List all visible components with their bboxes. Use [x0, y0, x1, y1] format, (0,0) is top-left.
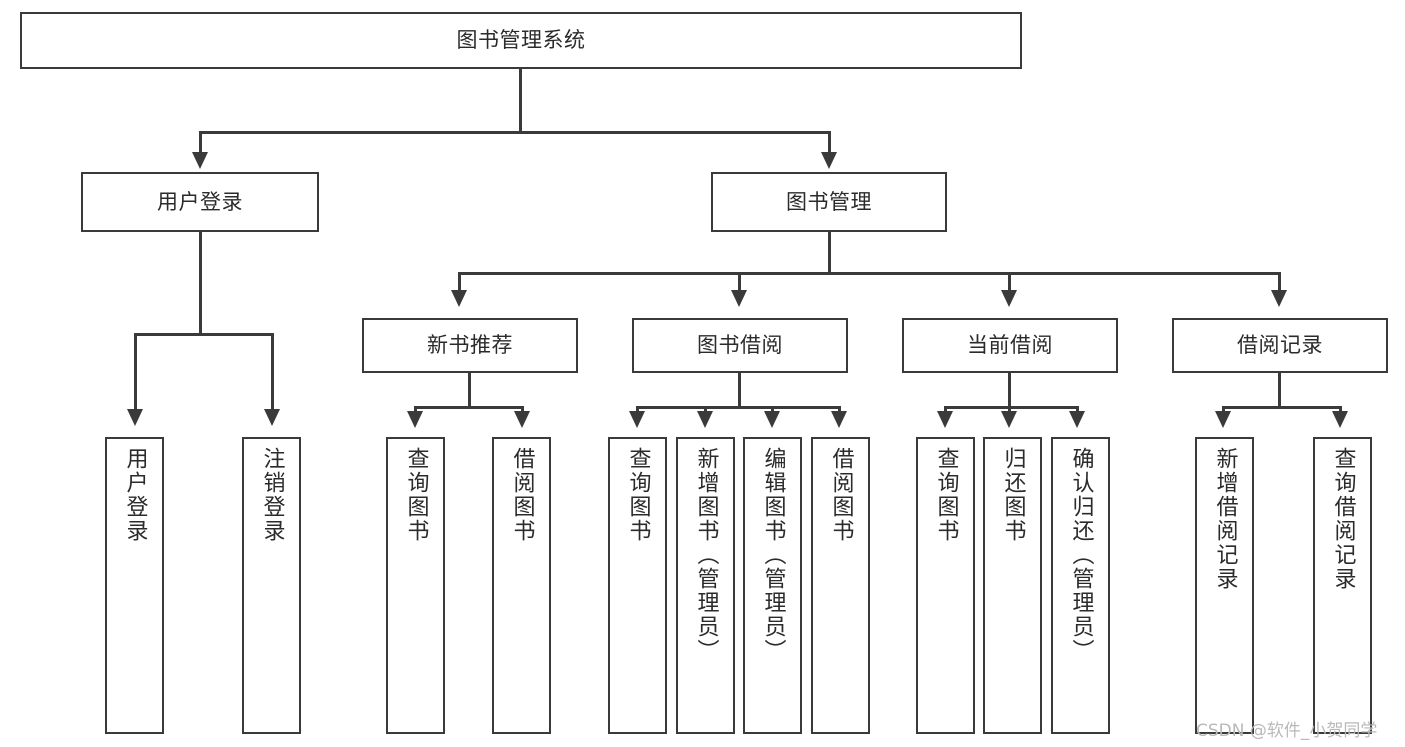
arrow-borrow-record-leaf-1 [1215, 411, 1231, 428]
connector-user-login-stem [199, 232, 202, 334]
arrow-current-borrow-leaf-2 [1001, 411, 1017, 428]
arrow-user-login-leaf-1 [127, 409, 143, 426]
connector-borrow-record-drop-1 [1222, 406, 1225, 413]
leaf-current-borrow-query[interactable]: 查询图书 [916, 437, 975, 734]
node-label: 用户登录 [157, 189, 243, 214]
leaf-new-book-borrow[interactable]: 借阅图书 [492, 437, 551, 734]
arrow-new-book-leaf-1 [407, 411, 423, 428]
connector-book-borrow-stem [738, 373, 741, 408]
connector-root-bar [199, 131, 831, 134]
connector-user-login-drop-1 [134, 333, 137, 411]
connector-new-book-stem [468, 373, 471, 408]
connector-borrow-record-stem [1278, 373, 1281, 408]
node-label: 借阅图书 [828, 447, 854, 543]
arrow-to-current-borrow [1001, 290, 1017, 307]
node-label: 图书管理系统 [456, 28, 586, 53]
node-label: 归还图书 [1000, 447, 1026, 543]
connector-book-borrow-drop-4 [838, 406, 841, 413]
node-label: 查询图书 [933, 447, 959, 543]
connector-current-borrow-drop-1 [944, 406, 947, 413]
leaf-book-borrow-edit[interactable]: 编辑图书（管理员） [743, 437, 802, 734]
arrow-to-borrow-record [1271, 290, 1287, 307]
arrow-user-login-leaf-2 [264, 409, 280, 426]
connector-book-borrow-drop-2 [704, 406, 707, 413]
arrow-book-borrow-leaf-1 [629, 411, 645, 428]
node-label: 图书管理 [786, 189, 872, 214]
node-label: 新增借阅记录 [1212, 447, 1238, 591]
connector-user-login-bar [134, 333, 274, 336]
node-label: 确认归还（管理员） [1068, 447, 1094, 663]
connector-root-to-user-login [199, 131, 202, 155]
node-book-management[interactable]: 图书管理 [711, 172, 947, 232]
node-new-book-recommend[interactable]: 新书推荐 [362, 318, 578, 373]
arrow-book-borrow-leaf-3 [764, 411, 780, 428]
leaf-book-borrow-add[interactable]: 新增图书（管理员） [676, 437, 735, 734]
connector-user-login-drop-2 [271, 333, 274, 411]
arrow-current-borrow-leaf-1 [937, 411, 953, 428]
arrow-borrow-record-leaf-2 [1332, 411, 1348, 428]
connector-borrow-record-drop-2 [1339, 406, 1342, 413]
arrow-book-borrow-leaf-2 [697, 411, 713, 428]
connector-root-to-book-mgmt [828, 131, 831, 155]
arrow-book-borrow-leaf-4 [831, 411, 847, 428]
connector-current-borrow-drop-2 [1008, 406, 1011, 413]
connector-new-book-bar [414, 406, 524, 409]
node-label: 图书借阅 [697, 333, 783, 358]
node-label: 查询借阅记录 [1330, 447, 1356, 591]
node-label: 编辑图书（管理员） [760, 447, 786, 663]
arrow-root-to-user-login [192, 152, 208, 169]
node-current-borrow[interactable]: 当前借阅 [902, 318, 1118, 373]
connector-book-borrow-drop-3 [771, 406, 774, 413]
leaf-book-borrow-borrow[interactable]: 借阅图书 [811, 437, 870, 734]
connector-book-mgmt-drop-4 [1278, 272, 1281, 292]
node-label: 查询图书 [403, 447, 429, 543]
node-label: 注销登录 [259, 447, 285, 543]
connector-book-borrow-bar [636, 406, 841, 409]
connector-book-mgmt-drop-2 [738, 272, 741, 292]
connector-root-stem [519, 69, 522, 132]
leaf-borrow-record-add[interactable]: 新增借阅记录 [1195, 437, 1254, 734]
node-label: 当前借阅 [967, 333, 1053, 358]
node-label: 新书推荐 [427, 333, 513, 358]
arrow-new-book-leaf-2 [514, 411, 530, 428]
connector-book-mgmt-bar [458, 272, 1281, 275]
leaf-new-book-query[interactable]: 查询图书 [386, 437, 445, 734]
connector-new-book-drop-1 [414, 406, 417, 413]
leaf-current-borrow-confirm-return[interactable]: 确认归还（管理员） [1051, 437, 1110, 734]
arrow-to-book-borrow [731, 290, 747, 307]
leaf-borrow-record-query[interactable]: 查询借阅记录 [1313, 437, 1372, 734]
arrow-to-new-book-recommend [451, 290, 467, 307]
connector-current-borrow-stem [1008, 373, 1011, 408]
node-book-borrow[interactable]: 图书借阅 [632, 318, 848, 373]
node-label: 用户登录 [122, 447, 148, 543]
node-borrow-record[interactable]: 借阅记录 [1172, 318, 1388, 373]
node-label: 借阅图书 [509, 447, 535, 543]
leaf-current-borrow-return[interactable]: 归还图书 [983, 437, 1042, 734]
connector-book-mgmt-drop-1 [458, 272, 461, 292]
connector-book-mgmt-drop-3 [1008, 272, 1011, 292]
connector-book-borrow-drop-1 [636, 406, 639, 413]
node-root-system[interactable]: 图书管理系统 [20, 12, 1022, 69]
arrow-root-to-book-mgmt [821, 152, 837, 169]
arrow-current-borrow-leaf-3 [1069, 411, 1085, 428]
connector-current-borrow-drop-3 [1076, 406, 1079, 413]
node-label: 查询图书 [625, 447, 651, 543]
connector-new-book-drop-2 [521, 406, 524, 413]
node-label: 借阅记录 [1237, 333, 1323, 358]
leaf-book-borrow-query[interactable]: 查询图书 [608, 437, 667, 734]
connector-book-mgmt-stem [828, 232, 831, 273]
connector-current-borrow-bar [944, 406, 1079, 409]
node-user-login[interactable]: 用户登录 [81, 172, 319, 232]
node-label: 新增图书（管理员） [693, 447, 719, 663]
leaf-user-login-login[interactable]: 用户登录 [105, 437, 164, 734]
leaf-user-login-logout[interactable]: 注销登录 [242, 437, 301, 734]
connector-borrow-record-bar [1222, 406, 1342, 409]
